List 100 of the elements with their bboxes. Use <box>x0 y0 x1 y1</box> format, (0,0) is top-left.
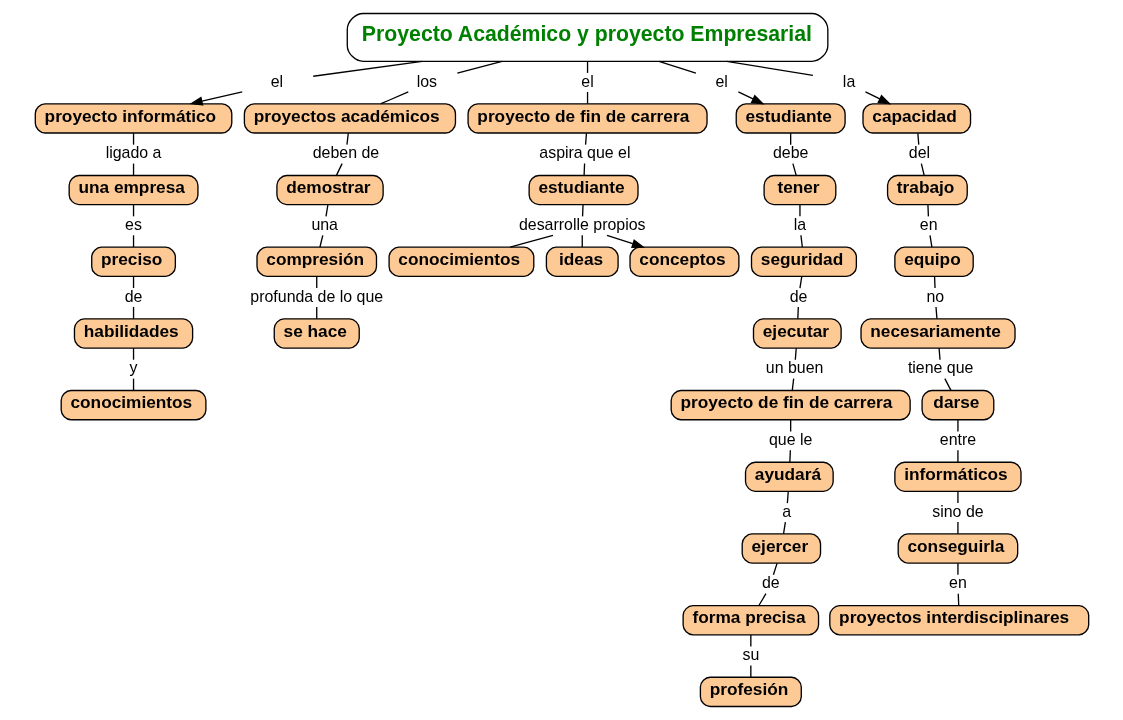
connector <box>725 60 814 77</box>
node-box: conceptos <box>628 246 740 278</box>
node-text: los <box>416 72 437 90</box>
node-text: aspira que el <box>538 144 630 162</box>
node-box: equipo <box>893 246 974 278</box>
connector <box>926 204 929 217</box>
node-text: una <box>310 216 338 234</box>
node-text: la <box>842 72 855 90</box>
node-box: proyecto informático <box>34 103 232 134</box>
node-box: preciso <box>90 246 176 278</box>
node-box: proyecto de fin de carrera <box>466 103 708 134</box>
node-text: en <box>948 574 967 592</box>
connector <box>509 234 554 248</box>
node-box: ayudará <box>744 461 834 493</box>
connector <box>943 378 952 392</box>
connector <box>928 234 933 248</box>
node-text: sino de <box>931 502 984 520</box>
node-box: seguridad <box>750 246 857 278</box>
node-box: capacidad <box>861 103 971 134</box>
node-box: informáticos <box>893 461 1022 493</box>
node-box: Proyecto Académico y proyecto Empresarial <box>346 12 828 62</box>
node-box: una empresa <box>68 174 199 206</box>
node-box: conocimientos <box>60 389 207 421</box>
connector <box>379 91 409 105</box>
node-text: deben de <box>312 144 379 162</box>
node-box: ejercer <box>741 533 821 564</box>
node-text: del <box>908 144 930 162</box>
node-box: tener <box>762 174 836 206</box>
node-text: de <box>761 574 780 592</box>
arrow <box>188 91 243 106</box>
node-text: y <box>129 359 138 377</box>
connector <box>335 162 343 177</box>
connector <box>749 634 751 648</box>
connector <box>786 491 789 504</box>
connector <box>956 419 959 433</box>
node-box: demostrar <box>275 174 384 206</box>
node-box: compresión <box>255 246 377 278</box>
node-text: su <box>741 646 759 664</box>
node-box: ideas <box>545 246 619 278</box>
node-box: darse <box>920 389 994 421</box>
node-text: tiene que <box>907 359 973 377</box>
connector <box>956 521 959 535</box>
connector <box>799 234 803 248</box>
connector <box>933 275 936 289</box>
connector <box>788 449 791 463</box>
node-text: de <box>789 287 807 305</box>
node-box: conocimientos <box>387 246 534 278</box>
node-text: que le <box>768 431 812 449</box>
node-text: a <box>781 502 791 520</box>
node-text: debe <box>772 144 808 162</box>
node-box: trabajo <box>886 174 968 206</box>
arrow <box>864 91 891 105</box>
connector <box>772 562 778 576</box>
connector <box>796 306 799 320</box>
node-box: proyectos académicos <box>243 103 456 134</box>
connector <box>757 593 767 607</box>
connector <box>791 162 797 177</box>
node-text: ligado a <box>105 144 161 162</box>
node-text: el <box>580 72 594 90</box>
node-box: proyectos interdisciplinares <box>828 604 1089 636</box>
node-box: estudiante <box>527 174 639 206</box>
node-box: profesión <box>699 676 802 708</box>
connector <box>937 347 941 361</box>
connector <box>956 449 959 463</box>
arrow <box>737 91 765 105</box>
node-text: profunda de lo que <box>249 287 383 305</box>
connector <box>782 521 786 535</box>
node-box: conseguirla <box>897 533 1018 564</box>
node-text: en <box>919 216 938 234</box>
connector <box>956 491 959 504</box>
node-text: entre <box>939 431 976 449</box>
connector <box>456 60 503 74</box>
connector <box>581 204 584 217</box>
node-text: desarrolle propios <box>518 216 646 234</box>
node-text: la <box>793 216 806 234</box>
connector <box>324 204 328 217</box>
connector <box>749 664 751 678</box>
node-text: no <box>926 287 944 305</box>
connector <box>657 60 697 74</box>
connector <box>798 275 802 289</box>
connector <box>794 347 797 361</box>
node-box: forma precisa <box>681 604 819 636</box>
node-text: un buen <box>765 359 823 377</box>
node-box: proyecto de fin de carrera <box>670 389 911 421</box>
node-text: es <box>124 216 142 234</box>
connector <box>934 306 938 320</box>
connector <box>345 132 349 146</box>
connector <box>312 60 423 77</box>
connector <box>584 132 587 146</box>
node-box: estudiante <box>735 103 846 134</box>
connector <box>956 562 959 576</box>
connector <box>798 204 801 217</box>
connector <box>318 234 323 248</box>
connector <box>916 132 919 146</box>
node-box: necesariamente <box>859 318 1016 349</box>
node-box: habilidades <box>73 318 193 349</box>
arrow <box>605 234 645 248</box>
node-box: se hace <box>273 318 360 349</box>
node-text: el <box>270 72 283 90</box>
node-box: ejecutar <box>752 318 842 349</box>
